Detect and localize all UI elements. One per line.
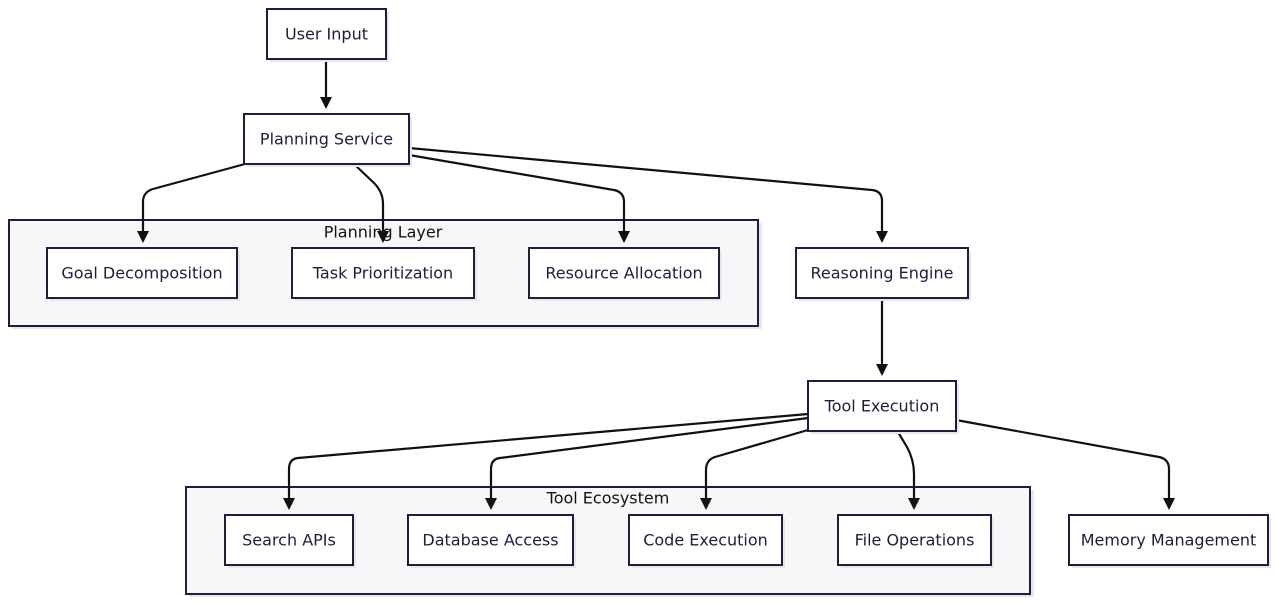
node-label-search-apis: Search APIs [242,531,336,550]
edge-tool-execution-to-code-execution [700,428,809,510]
node-label-planning-service: Planning Service [260,130,393,149]
node-label-resource-allocation: Resource Allocation [545,264,702,283]
node-label-database-access: Database Access [422,531,558,550]
node-label-tool-execution: Tool Execution [824,397,940,416]
edge-tool-execution-to-file-operations [897,431,920,510]
node-code-execution[interactable]: Code Execution [628,514,785,568]
node-label-reasoning-engine: Reasoning Engine [811,264,954,283]
node-label-task-prioritization: Task Prioritization [312,264,453,283]
node-database-access[interactable]: Database Access [407,514,576,568]
node-goal-decomposition[interactable]: Goal Decomposition [46,247,240,301]
edge-planning-service-to-resource-allocation [408,153,630,243]
node-label-user-input: User Input [285,25,368,44]
node-user-input[interactable]: User Input [266,8,389,62]
node-file-operations[interactable]: File Operations [837,514,994,568]
edge-tool-execution-to-memory-management [955,418,1175,510]
edge-tool-execution-to-database-access [485,416,809,510]
node-tool-execution[interactable]: Tool Execution [807,380,959,434]
node-reasoning-engine[interactable]: Reasoning Engine [795,247,971,301]
node-task-prioritization[interactable]: Task Prioritization [291,247,477,301]
edge-planning-service-to-goal-decomposition [137,162,246,243]
node-label-memory-management: Memory Management [1081,531,1257,550]
edge-tool-execution-to-search-apis [283,412,809,510]
edge-planning-service-to-task-prioritization [353,163,389,243]
node-resource-allocation[interactable]: Resource Allocation [528,247,722,301]
edges [137,60,1175,510]
edge-planning-service-to-reasoning-engine [408,146,888,243]
node-label-goal-decomposition: Goal Decomposition [61,264,222,283]
node-label-code-execution: Code Execution [643,531,768,550]
node-memory-management[interactable]: Memory Management [1068,514,1271,568]
node-label-file-operations: File Operations [855,531,975,550]
group-label-tool-ecosystem: Tool Ecosystem [546,489,670,508]
node-planning-service[interactable]: Planning Service [243,113,412,167]
node-search-apis[interactable]: Search APIs [224,514,356,568]
